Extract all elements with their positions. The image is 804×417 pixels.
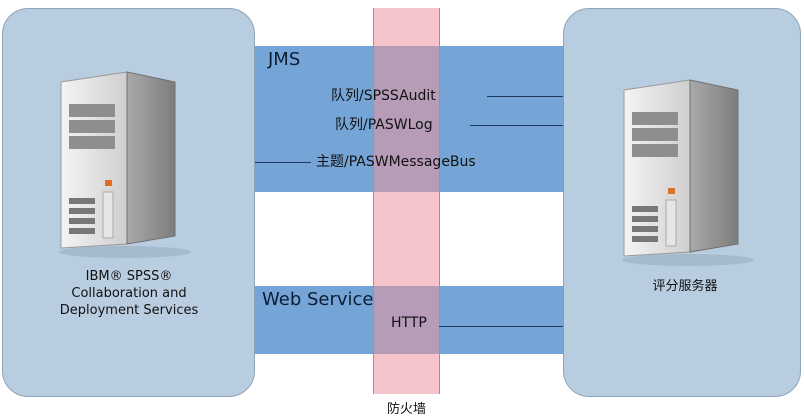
left-server-label-line: Deployment Services [59,303,199,318]
server-tower-icon [622,79,754,266]
queue-paswlog-label: 队列/PASWLog [335,117,433,133]
left-server-label: IBM® SPSS® Collaboration and Deployment … [14,268,244,319]
web-service-title: Web Service [262,289,374,310]
jms-title: JMS [268,49,301,70]
topic-paswmessagebus-label: 主题/PASWMessageBus [316,154,476,170]
connector-topic-bus [255,162,311,163]
server-tower-icon [59,71,191,258]
connector-http [439,326,563,327]
left-server-label-line: Collaboration and [71,286,187,301]
http-label: HTTP [391,315,427,331]
queue-spssaudit-label: 队列/SPSSAudit [331,88,436,104]
firewall [373,8,440,394]
right-server-label: 评分服务器 [600,278,770,295]
firewall-label: 防火墙 [386,402,426,417]
connector-queue-audit [487,96,563,97]
right-server-label-line: 评分服务器 [652,279,718,294]
connector-queue-pasw [470,125,563,126]
left-server-label-line: IBM® SPSS® [85,269,173,284]
